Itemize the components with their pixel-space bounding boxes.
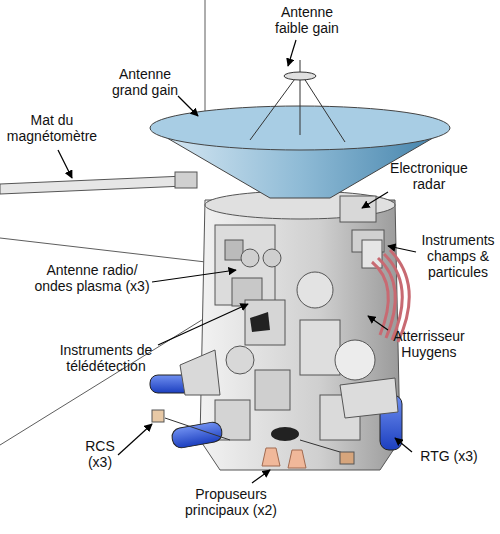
- part-label: RCS (x3): [82, 438, 118, 470]
- part-label: Antenne grand gain: [106, 66, 184, 98]
- part-label: Antenne faible gain: [268, 4, 346, 36]
- part-label: Electronique radar: [386, 160, 472, 192]
- part-label: Instruments de télédétection: [54, 342, 158, 374]
- part-label: Atterrisseur Huygens: [386, 328, 472, 360]
- part-label: Instruments champs & particules: [418, 232, 498, 280]
- part-label: RTG (x3): [414, 448, 484, 464]
- part-label: Mat du magnétomètre: [4, 112, 100, 144]
- part-label: Antenne radio/ ondes plasma (x3): [30, 262, 154, 294]
- part-label: Propuseurs principaux (x2): [176, 486, 286, 518]
